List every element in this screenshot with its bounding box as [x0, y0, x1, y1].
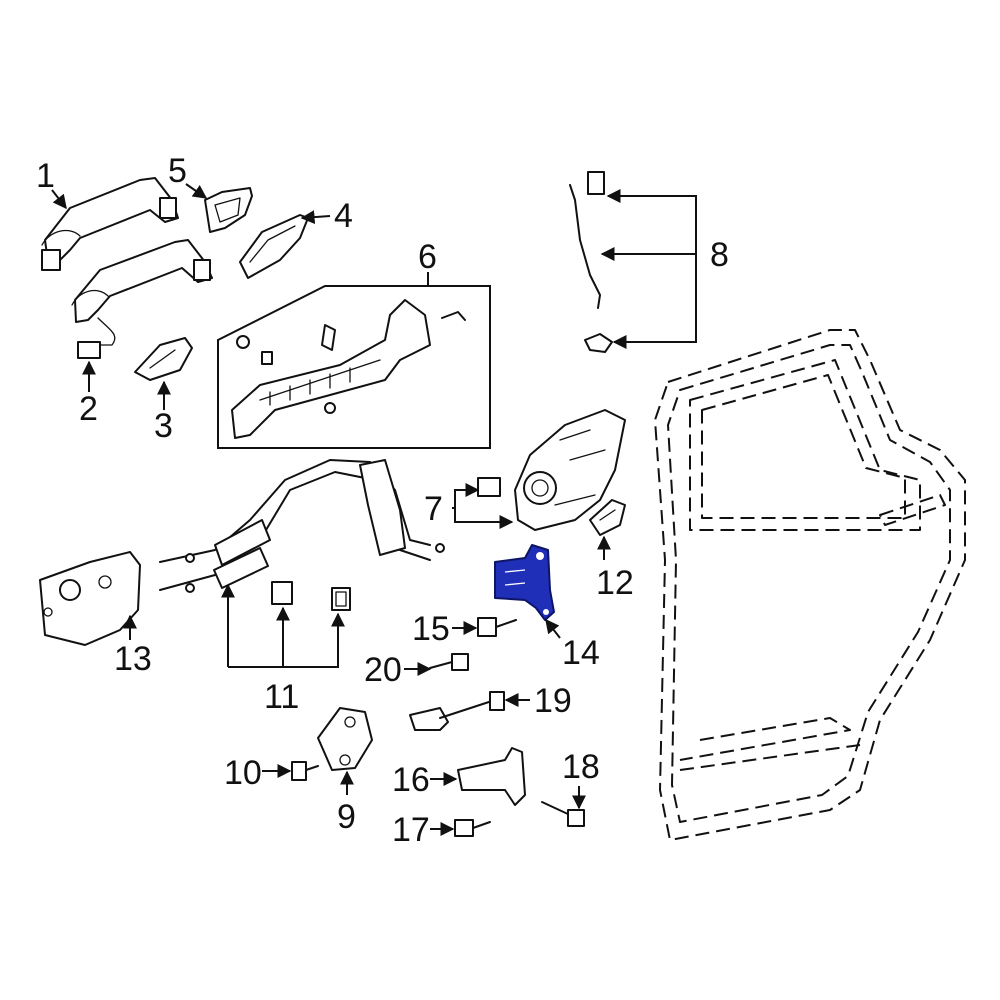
part-18-bolt	[541, 801, 585, 827]
callout-19: 19	[534, 682, 572, 720]
rear-door-outline	[654, 329, 966, 841]
callout-5: 5	[168, 152, 187, 190]
leader-lines	[51, 183, 697, 836]
release-cables	[159, 459, 445, 593]
part-8-rod-clips	[569, 171, 613, 353]
callout-8: 8	[710, 236, 729, 274]
part-19-check-link	[409, 691, 505, 731]
callout-15: 15	[412, 610, 450, 648]
callout-6: 6	[418, 238, 437, 276]
part-3-inner-handle	[134, 337, 193, 381]
callout-14: 14	[562, 634, 600, 672]
callout-7: 7	[424, 490, 443, 528]
callout-9: 9	[337, 798, 356, 836]
part-7-lock-actuator	[477, 409, 626, 531]
part-6-handle-frame-box	[217, 285, 491, 449]
callout-18: 18	[562, 748, 600, 786]
part-16-lower-hinge	[457, 747, 526, 806]
part-9-striker	[317, 707, 373, 771]
part-10-screw	[291, 761, 319, 781]
callout-2: 2	[79, 390, 98, 428]
part-15-bolt	[477, 617, 517, 637]
part-2-handle-harness	[71, 239, 213, 359]
part-17-bolt	[454, 819, 491, 837]
callout-labels: 1 2 3 4 5 6 7 8 9 10 11 12 13 14 15 16 1…	[36, 152, 729, 849]
part-1-outer-handle	[41, 177, 179, 271]
callout-1: 1	[36, 157, 55, 195]
callout-11: 11	[264, 678, 299, 716]
callout-17: 17	[392, 811, 430, 849]
callout-4: 4	[334, 197, 353, 235]
callout-10: 10	[224, 754, 262, 792]
part-14-door-hinge	[494, 544, 555, 621]
part-5-cap	[204, 187, 253, 233]
callout-16: 16	[392, 761, 430, 799]
part-11-clips	[271, 581, 351, 611]
callout-13: 13	[114, 640, 152, 678]
part-13-latch	[39, 551, 141, 646]
callout-20: 20	[364, 651, 402, 689]
callout-12: 12	[596, 564, 634, 602]
callout-3: 3	[154, 407, 173, 445]
part-20-bolt	[429, 653, 469, 671]
part-4-bezel	[239, 214, 309, 279]
part-12-grommet	[589, 499, 626, 536]
